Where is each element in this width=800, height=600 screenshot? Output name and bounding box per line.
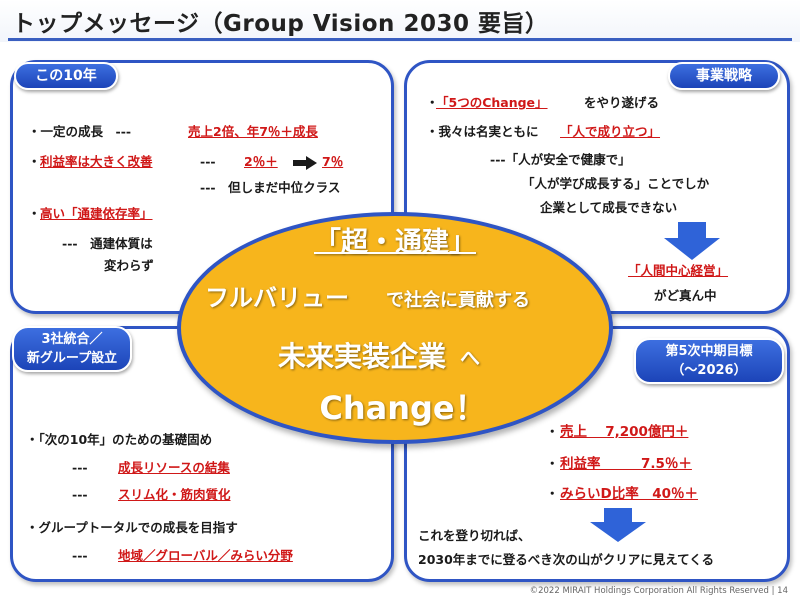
highlight-text: 利益率は大きく改善 — [40, 154, 153, 169]
vision-change: Change！ — [319, 389, 487, 427]
highlight-text: みらいD比率 40％＋ — [560, 486, 698, 502]
vision-full-value: フルバリュー — [205, 284, 349, 312]
bullet: ・ — [28, 206, 41, 221]
text-line: --- 通建体質は — [62, 236, 153, 251]
text-line: 変わらず — [104, 258, 154, 273]
text-line: がど真ん中 — [654, 288, 717, 303]
text-line: ・我々は名実ともに — [426, 124, 539, 139]
copyright-footer: ©2022 MIRAIT Holdings Corporation All Ri… — [529, 586, 788, 596]
text-line: ・グループトータルでの成長を目指す — [26, 520, 238, 535]
text-line: をやり遂げる — [584, 95, 660, 110]
vision-company: 未来実装企業 — [278, 340, 447, 373]
vision-headline: 「超・通建」 — [314, 227, 476, 258]
highlight-text: 「人で成り立つ」 — [560, 124, 661, 139]
label-mid-term-line1: 第5次中期目標 — [665, 344, 753, 359]
highlight-text: 売上 7,200億円＋ — [560, 424, 689, 440]
highlight-text: 「5つのChange」 — [436, 95, 548, 110]
highlight-text: 地域／グローバル／みらい分野 — [118, 548, 293, 563]
highlight-text: 7％ — [322, 154, 344, 169]
label-integration-line2: 新グループ設立 — [26, 351, 118, 366]
bullet: ・ — [546, 424, 559, 439]
vision-contribution: で社会に貢献する — [386, 290, 530, 311]
arrow-down-icon — [590, 508, 646, 542]
label-this-decade: この10年 — [14, 62, 118, 90]
bullet: ・ — [426, 95, 439, 110]
title-underline — [8, 38, 792, 41]
text-line: 企業として成長できない — [540, 200, 678, 215]
label-integration-line1: 3社統合／ — [41, 332, 103, 347]
highlight-text: 高い「通建依存率」 — [40, 206, 153, 221]
bullet: ・ — [28, 154, 41, 169]
label-business-strategy: 事業戦略 — [668, 62, 780, 90]
text-line: --- — [200, 154, 216, 169]
vision-ellipse — [177, 212, 613, 444]
text-line: --- 但しまだ中位クラス — [200, 180, 341, 195]
text-line: ・一定の成長 --- — [28, 124, 132, 139]
highlight-text: 売上2倍、年7％＋成長 — [188, 124, 318, 139]
text-line: 「人が学び成長する」ことでしか — [522, 176, 710, 191]
text-line: --- — [72, 548, 88, 563]
text-line: ・「次の10年」のための基礎固め — [26, 432, 213, 447]
arrow-down-icon — [664, 222, 720, 260]
highlight-text: スリム化・筋肉質化 — [118, 487, 231, 502]
page-title: トップメッセージ（Group Vision 2030 要旨） — [12, 11, 549, 37]
vision-to: へ — [460, 346, 480, 370]
highlight-text: 2％＋ — [244, 154, 278, 169]
bullet: ・ — [546, 486, 559, 501]
label-mid-term-targets: 第5次中期目標 （～2026） — [634, 338, 784, 384]
text-line: これを登り切れば、 — [418, 528, 531, 543]
label-integration: 3社統合／ 新グループ設立 — [12, 326, 132, 372]
text-line: --- — [72, 487, 88, 502]
highlight-text: 「人間中心経営」 — [628, 263, 729, 278]
highlight-text: 利益率 7.5％＋ — [560, 456, 692, 472]
text-line: ---「人が安全で健康で」 — [490, 152, 631, 167]
arrow-right-icon — [293, 156, 317, 170]
highlight-text: 成長リソースの結集 — [118, 460, 230, 475]
label-mid-term-line2: （～2026） — [671, 363, 747, 378]
bullet: ・ — [546, 456, 559, 471]
text-line: 2030年までに登るべき次の山がクリアに見えてくる — [418, 552, 715, 567]
text-line: --- — [72, 460, 88, 475]
title-bar: トップメッセージ（Group Vision 2030 要旨） — [0, 0, 800, 42]
